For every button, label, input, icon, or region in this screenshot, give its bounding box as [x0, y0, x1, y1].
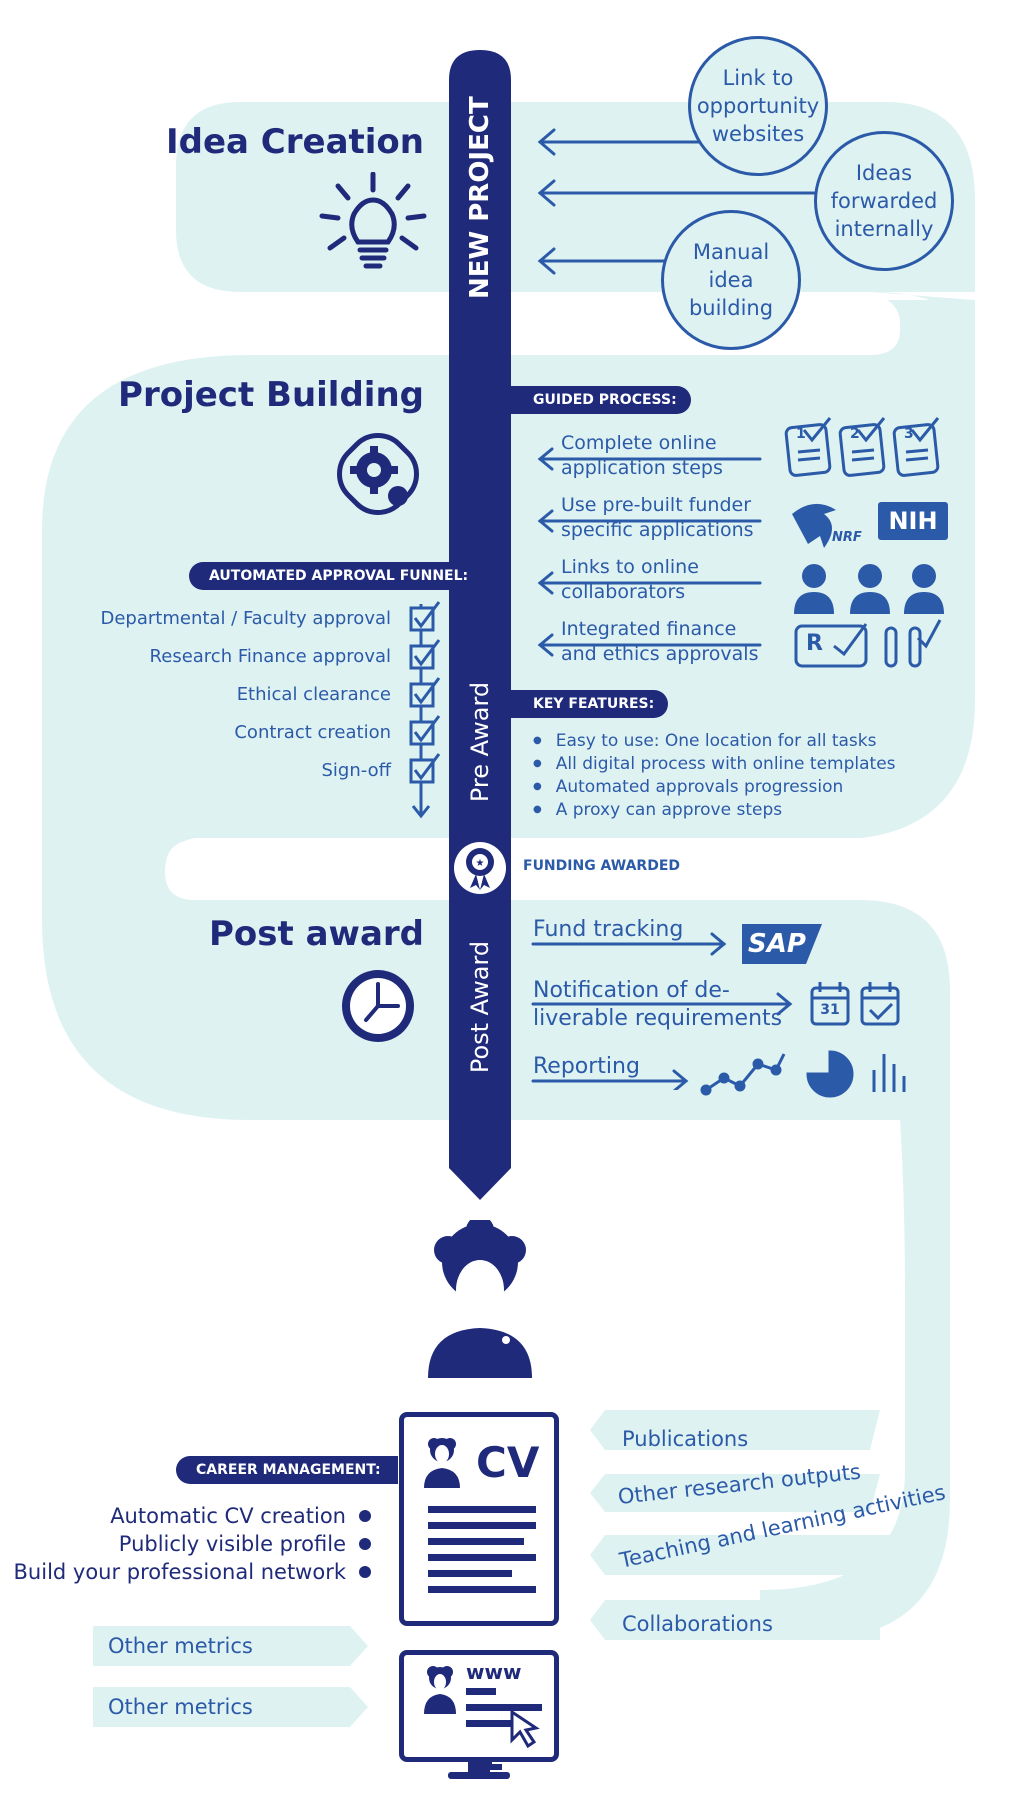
- monitor-base: [448, 1772, 510, 1779]
- funnel-item-4: Contract creation: [234, 722, 391, 743]
- output-tag-3: [590, 1535, 900, 1575]
- career-item-2: Publicly visible profile: [118, 1532, 346, 1556]
- researcher-avatar-icon: [428, 1220, 532, 1378]
- clock-icon: [342, 970, 414, 1042]
- feature-item-2: All digital process with online template…: [533, 754, 896, 774]
- post-item-deliverables: Notification of de-liverable requirement…: [533, 978, 783, 1031]
- funding-awarded-label: FUNDING AWARDED: [523, 858, 681, 874]
- step-number-2: 2: [850, 426, 860, 442]
- approval-letter: R: [806, 631, 823, 656]
- collaborators-icon: [794, 564, 944, 614]
- guided-arrows: [537, 447, 762, 657]
- gap-1: [240, 296, 900, 350]
- cv-document-icon: [424, 1438, 536, 1593]
- calendar-icon: [810, 982, 900, 1026]
- career-management-label: CAREER MANAGEMENT:: [176, 1456, 398, 1484]
- svg-text:★: ★: [476, 858, 485, 869]
- feature-item-3: Automated approvals progression: [533, 777, 844, 797]
- lightbulb-icon: [319, 172, 427, 269]
- reporting-charts-icon: [700, 1050, 906, 1098]
- metric-tag-2: [93, 1687, 368, 1727]
- www-label: www: [466, 1660, 522, 1684]
- pre-award-label: Pre Award: [466, 681, 494, 803]
- output-collaborations: Collaborations: [622, 1612, 773, 1636]
- new-project-label: NEW PROJECT: [465, 96, 495, 299]
- idea-arrows: [537, 128, 817, 275]
- nrf-logo-icon: [792, 503, 836, 548]
- checklist-steps-icon: [784, 417, 940, 477]
- output-tag-1: [590, 1410, 880, 1450]
- step-number-3: 3: [904, 426, 914, 442]
- building-title: Project Building: [118, 375, 424, 415]
- post-award-arrows: [531, 932, 793, 1090]
- tail-band: [760, 1120, 950, 1640]
- career-bullets: [359, 1510, 371, 1578]
- finance-ethics-icon: [794, 619, 942, 668]
- calendar-day: 31: [820, 1002, 840, 1018]
- career-item-3: Build your professional network: [13, 1560, 346, 1584]
- cv-label: CV: [476, 1438, 540, 1487]
- key-features-label: KEY FEATURES:: [511, 690, 669, 718]
- guided-process-label: GUIDED PROCESS:: [511, 386, 691, 414]
- nrf-logo-text: NRF: [832, 530, 862, 545]
- output-tag-4: [590, 1600, 880, 1640]
- post-award-bar-label: Post Award: [466, 940, 494, 1074]
- monitor-stand: [468, 1762, 490, 1774]
- output-tag-2: [590, 1474, 880, 1512]
- approval-funnel-label: AUTOMATED APPROVAL FUNNEL:: [189, 562, 468, 590]
- metric-tag-1: [93, 1626, 368, 1666]
- gap-2: [168, 838, 968, 898]
- approval-checkbox-column: [409, 601, 441, 819]
- timeline-bar: [449, 50, 511, 1200]
- funnel-item-5: Sign-off: [321, 760, 391, 781]
- feature-item-1: Easy to use: One location for all tasks: [533, 731, 877, 751]
- idea-title: Idea Creation: [165, 122, 424, 162]
- funnel-item-2: Research Finance approval: [149, 646, 391, 667]
- career-item-1: Automatic CV creation: [110, 1504, 346, 1528]
- feature-item-4: A proxy can approve steps: [533, 800, 782, 820]
- gear-icon: [337, 433, 419, 515]
- post-item-reporting: Reporting: [533, 1054, 640, 1079]
- funnel-item-3: Ethical clearance: [236, 684, 391, 705]
- post-award-title: Post award: [208, 914, 424, 954]
- step-number-1: 1: [796, 426, 806, 442]
- metric-1: Other metrics: [108, 1634, 253, 1658]
- output-publications: Publications: [622, 1427, 749, 1451]
- nih-logo: NIH: [878, 502, 948, 540]
- post-item-fund-tracking: Fund tracking: [533, 917, 684, 942]
- metric-2: Other metrics: [108, 1695, 253, 1719]
- funnel-item-1: Departmental / Faculty approval: [100, 608, 391, 629]
